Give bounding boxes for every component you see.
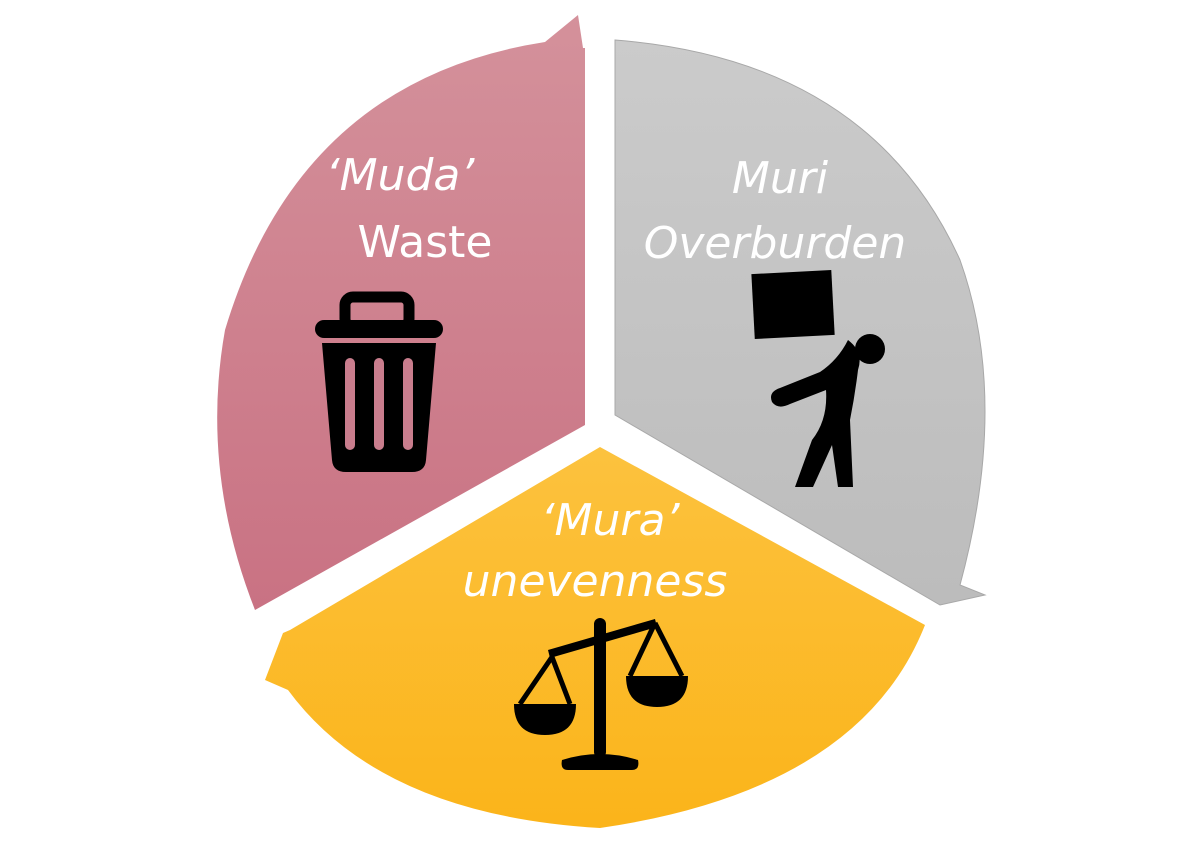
mura-english-label: unevenness (463, 556, 728, 607)
mura-japanese-label: ‘Mura’ (541, 495, 681, 546)
muri-english-label: Overburden (644, 218, 907, 269)
muda-japanese-label: ‘Muda’ (326, 150, 476, 201)
trash-can-icon (315, 291, 443, 472)
muda-english-label: Waste (358, 217, 493, 268)
balance-scale-icon (514, 618, 688, 770)
muri-japanese-label: Muri (732, 153, 829, 204)
segment-muda-shape (217, 15, 585, 610)
segment-muda: ‘Muda’ Waste (217, 15, 585, 610)
segment-mura: ‘Mura’ unevenness (265, 447, 925, 828)
segment-muri: Muri Overburden (614, 39, 987, 606)
person-carrying-box-icon (751, 269, 885, 487)
